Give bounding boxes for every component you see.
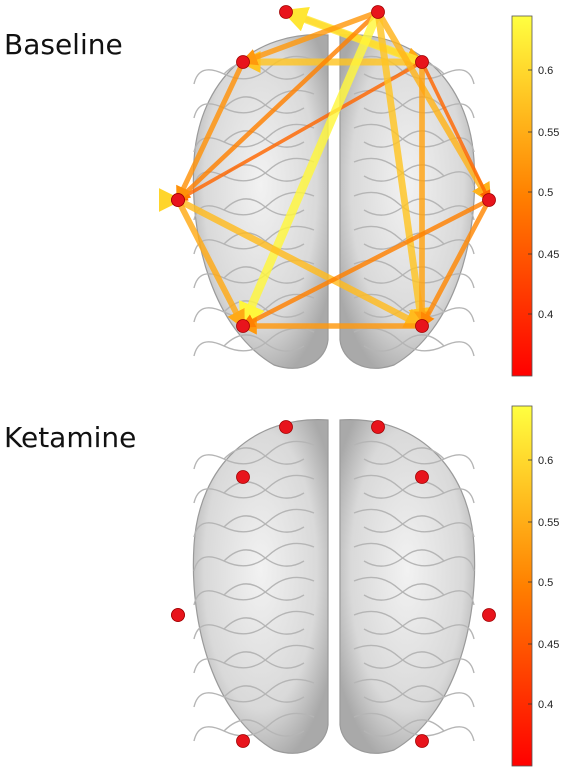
electrode-node-n7: [237, 320, 250, 333]
electrode-node-n9: [172, 609, 185, 622]
electrode-node-n6: [483, 194, 496, 207]
electrode-node-n3: [237, 56, 250, 69]
ketamine-connectivity-figure: 0.6 0.55 0.5 0.45 0.4: [0, 385, 569, 769]
baseline-colorbar-tick-label: 0.55: [538, 127, 559, 139]
electrode-node-n6: [483, 609, 496, 622]
baseline-colorbar-tick-label: 0.4: [538, 309, 553, 321]
baseline-colorbar-tick-label: 0.45: [538, 249, 559, 261]
ketamine-colorbar-tick-label: 0.55: [538, 517, 559, 529]
electrode-node-n2: [372, 421, 385, 434]
ketamine-colorbar-tick-label: 0.4: [538, 699, 553, 711]
ketamine-colorbar-tick-label: 0.6: [538, 455, 553, 467]
electrode-node-n1: [280, 6, 293, 19]
left-hemisphere: [193, 420, 328, 754]
electrode-node-n1: [280, 421, 293, 434]
electrode-node-n4: [416, 56, 429, 69]
baseline-colorbar-tick-label: 0.5: [538, 187, 553, 199]
electrode-node-n3: [237, 471, 250, 484]
ketamine-colorbar-tick-label: 0.5: [538, 577, 553, 589]
brain-outline: [193, 420, 474, 754]
ketamine-colorbar-tick-label: 0.45: [538, 639, 559, 651]
electrode-node-n9: [172, 194, 185, 207]
electrode-node-n4: [416, 471, 429, 484]
electrode-node-n2: [372, 6, 385, 19]
baseline-colorbar-tick-label: 0.6: [538, 65, 553, 77]
electrode-node-n8: [416, 320, 429, 333]
electrode-node-n7: [237, 735, 250, 748]
electrode-node-n8: [416, 735, 429, 748]
baseline-connectivity-figure: 0.6 0.55 0.5 0.45 0.4: [0, 0, 569, 385]
right-hemisphere: [340, 420, 475, 754]
